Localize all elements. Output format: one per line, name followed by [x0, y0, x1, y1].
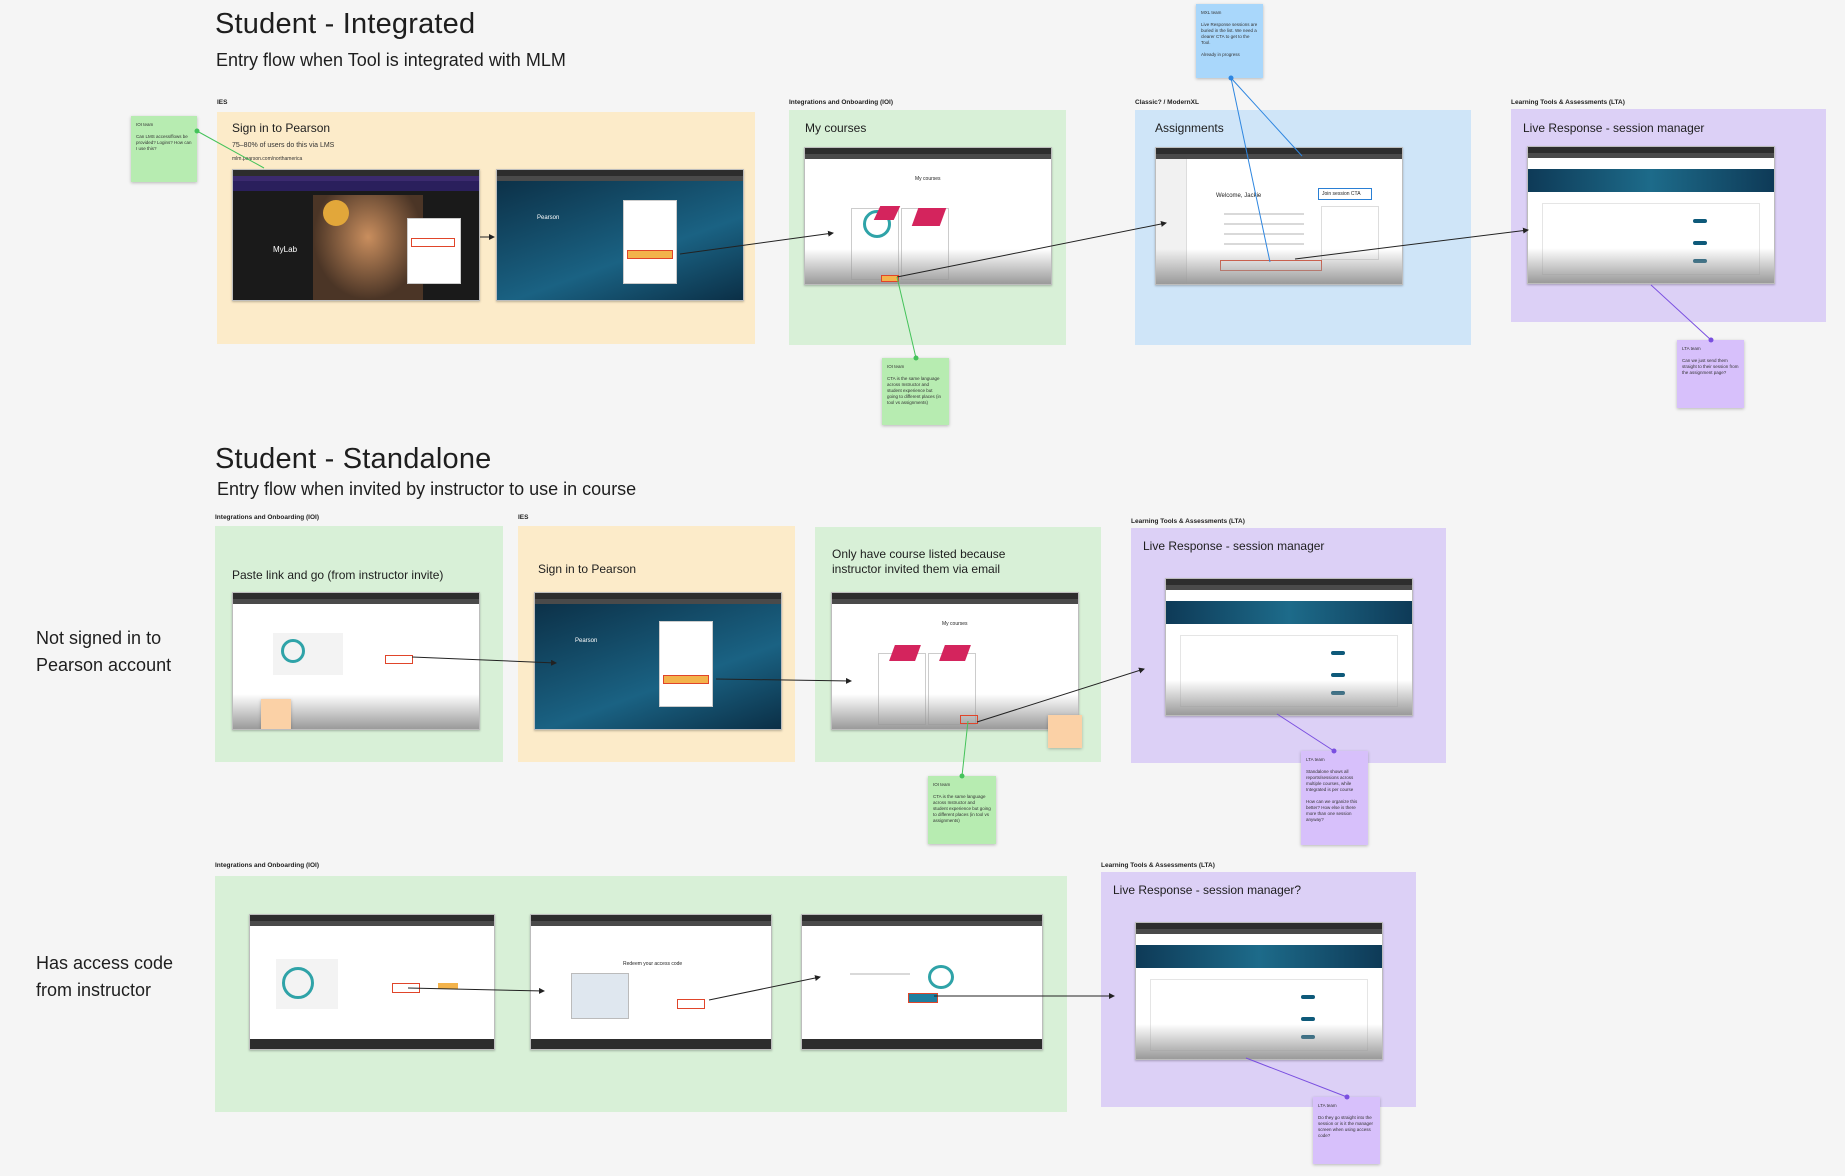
frame-note: 75–80% of users do this via LMS: [232, 142, 335, 149]
screenshot-pearson-signin: Pearson: [534, 592, 782, 730]
frame-sign-in-integrated: Sign in to Pearson 75–80% of users do th…: [217, 112, 755, 344]
screenshot-my-courses: My courses: [804, 147, 1052, 285]
screenshot-my-courses: My courses: [831, 592, 1079, 730]
screenshot-course-invite: [232, 592, 480, 730]
frame-live-response-access-code: Live Response - session manager?: [1101, 872, 1416, 1107]
frame-access-code-flow: Redeem your access code: [215, 876, 1067, 1112]
frame-paste-link: Paste link and go (from instructor invit…: [215, 526, 503, 762]
frame-only-course-listed: Only have course listed because instruct…: [815, 527, 1101, 762]
group-label-lta: Learning Tools & Assessments (LTA): [1101, 862, 1215, 869]
screenshot-access-code-landing: [249, 914, 495, 1050]
group-label-ies: IES: [518, 514, 529, 521]
redeem-heading: Redeem your access code: [623, 961, 683, 967]
frame-title: Assignments: [1155, 121, 1224, 135]
frame-sign-in-standalone: Sign in to Pearson Pearson: [518, 526, 795, 762]
screenshot-code-approved: [801, 914, 1043, 1050]
join-session-callout: Join session CTA: [1318, 188, 1372, 200]
sticky-mxl: MXL team Live Response sessions are buri…: [1196, 4, 1263, 78]
screenshot-redeem-code: Redeem your access code: [530, 914, 772, 1050]
screenshot-pearson-signin: Pearson: [496, 169, 744, 301]
screenshot-assignments: Welcome, Jackie Join session CTA: [1155, 147, 1403, 285]
section-subtitle-standalone: Entry flow when invited by instructor to…: [217, 479, 637, 499]
group-label-ioi: Integrations and Onboarding (IOI): [789, 99, 893, 106]
group-label-classic: Classic? / ModernXL: [1135, 99, 1199, 106]
frame-title: Sign in to Pearson: [538, 562, 637, 576]
group-label-lta: Learning Tools & Assessments (LTA): [1131, 518, 1245, 525]
sticky-lta-standalone: LTA team Standalone shows all reports/se…: [1301, 751, 1368, 845]
sticky-lta-access-code: LTA team Do they go straight into the se…: [1313, 1097, 1380, 1164]
frame-note: mlm.pearson.com/northamerica: [232, 156, 303, 162]
group-label-ioi: Integrations and Onboarding (IOI): [215, 514, 319, 521]
sticky-note-small: [261, 699, 291, 729]
welcome-text: Welcome, Jackie: [1216, 193, 1262, 199]
frame-title: Live Response - session manager: [1523, 121, 1705, 135]
my-courses-heading: My courses: [942, 621, 968, 627]
mylab-brand: MyLab: [273, 245, 298, 254]
frame-title: Live Response - session manager?: [1113, 883, 1302, 897]
pearson-brand: Pearson: [537, 215, 560, 221]
frame-title: Paste link and go (from instructor invit…: [232, 568, 444, 582]
sticky-lta-send: LTA team Can we just send them straight …: [1677, 340, 1744, 408]
sticky-ioi-cta-2: IOI team CTA is the same language across…: [928, 776, 996, 844]
row-label-not-signed-in: Not signed in to Pearson account: [36, 628, 172, 675]
screenshot-live-response: [1527, 146, 1775, 284]
frame-title: Sign in to Pearson: [232, 121, 331, 135]
section-subtitle-integrated: Entry flow when Tool is integrated with …: [216, 50, 566, 70]
group-label-lta: Learning Tools & Assessments (LTA): [1511, 99, 1625, 106]
frame-title: Live Response - session manager: [1143, 539, 1325, 553]
my-courses-heading: My courses: [915, 176, 941, 182]
sticky-note-small: [1048, 715, 1082, 748]
group-label-ioi: Integrations and Onboarding (IOI): [215, 862, 319, 869]
frame-title: Only have course listed because instruct…: [832, 547, 1006, 576]
frame-live-response-standalone: Live Response - session manager: [1131, 528, 1446, 763]
sticky-ioi-cta: IOI team CTA is the same language across…: [882, 358, 949, 425]
section-title-standalone: Student - Standalone: [215, 443, 492, 475]
row-label-access-code: Has access code from instructor: [36, 953, 174, 1000]
frame-live-response-integrated: Live Response - session manager: [1511, 109, 1826, 322]
screenshot-live-response: [1165, 578, 1413, 716]
section-title-integrated: Student - Integrated: [215, 8, 476, 40]
group-label-ies: IES: [217, 99, 228, 106]
screenshot-live-response: [1135, 922, 1383, 1060]
sticky-ioi-lms: IOI team Can LMS access/flows be provide…: [131, 116, 197, 182]
pearson-brand: Pearson: [575, 638, 598, 644]
frame-my-courses-integrated: My courses My courses: [789, 110, 1066, 345]
frame-assignments: Assignments Welcome, Jackie Join session…: [1135, 110, 1471, 345]
screenshot-mylab-landing: MyLab: [232, 169, 480, 301]
frame-title: My courses: [805, 121, 867, 135]
